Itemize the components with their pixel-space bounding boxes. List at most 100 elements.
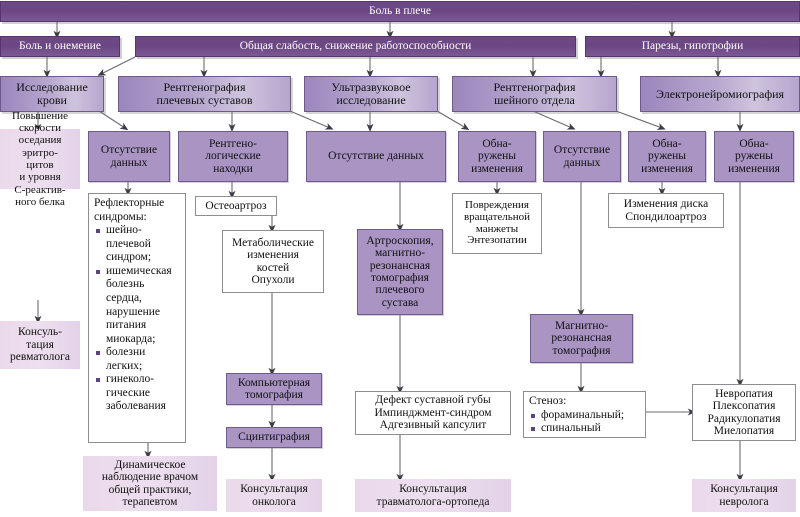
node-method-shoulder-xray[interactable]: Рентгенография плечевых суставов — [118, 76, 291, 112]
esr-line-5: цитов — [26, 159, 54, 171]
node-method-5-label: Электронейромиография — [655, 86, 785, 101]
changes1-line3: изменения — [471, 162, 523, 175]
esr-line-7: С-реактив- — [14, 183, 66, 196]
node-method-1-line1: Исследование — [16, 80, 88, 95]
esr-line-2: скорости — [18, 122, 62, 135]
changes1-line1: Обна- — [482, 137, 512, 150]
reflex-item-2: ишемическая болезнь сердца, нарушение пи… — [96, 265, 181, 346]
node-mri[interactable]: Магнитно- резонансная томография — [530, 314, 633, 363]
stenosis-item-2: спинальный — [530, 422, 624, 436]
stenosis-lead: Стеноз: — [529, 395, 567, 407]
node-symptom-pain-numbness[interactable]: Боль и онемение — [0, 36, 120, 57]
node-consult-rheumatologist[interactable]: Консуль- тация ревматолога — [0, 321, 80, 369]
stenosis-item-1: фораминальный; — [530, 408, 625, 421]
node-arthroscopy-mri-shoulder[interactable]: Артроскопия, магнитно- резонансная томог… — [357, 229, 443, 315]
cuff-line3: манжеты — [475, 222, 519, 235]
node-method-emg[interactable]: Электронейромиография — [640, 76, 800, 112]
node-result-esr-crp[interactable]: Повышение скорости оседания эритро- цито… — [0, 110, 80, 208]
metabolic-line4: Опухоли — [251, 273, 295, 286]
node-result-no-data-3[interactable]: Отсутствие данных — [543, 131, 621, 182]
node-method-1-line2: крови — [37, 93, 67, 107]
node-result-changes-found-1[interactable]: Обна- ружены изменения — [458, 131, 536, 182]
node-stenosis[interactable]: Стеноз: фораминальный; спинальный — [523, 391, 646, 438]
node-consult-oncologist[interactable]: Консультация онколога — [226, 479, 322, 512]
changes2-line1: Обна- — [652, 137, 682, 150]
reflex-list: шейно-плечевой синдром; ишемическая боле… — [94, 224, 181, 414]
stenosis-list: фораминальный; спинальный — [529, 409, 624, 436]
nodata3-line1: Отсутствие — [553, 144, 611, 157]
rheum-line1: Консуль- — [17, 326, 62, 339]
esr-line-3: оседания — [18, 134, 62, 147]
esr-line-8: ного белка — [15, 195, 65, 208]
onco-line1: Консультация — [240, 483, 308, 496]
trauma-line1: Консультация — [399, 483, 467, 496]
neuro-line2: Плексопатия — [712, 400, 776, 413]
ct-line2: томография — [245, 389, 303, 401]
node-method-3-line2: исследование — [336, 93, 406, 107]
ct-line1: Компьютерная — [237, 376, 311, 389]
node-symptom-paresis[interactable]: Парезы, гипотрофии — [585, 36, 800, 57]
nodata1-line2: данных — [110, 156, 148, 169]
nodata3-line2: данных — [563, 156, 601, 169]
node-scintigraphy[interactable]: Сцинтиграфия — [226, 427, 322, 448]
osteoarthrosis-label: Остеоартроз — [205, 199, 267, 212]
cuff-line2: вращательной — [463, 210, 531, 223]
node-metabolic-changes[interactable]: Метаболические изменения костей Опухоли — [222, 230, 324, 293]
rheum-line3: ревматолога — [10, 351, 70, 364]
changes3-line2: ружены — [735, 150, 773, 163]
gp-line4: терапевтом — [122, 495, 178, 508]
mri-line3: томография — [552, 344, 611, 357]
node-method-cervical-xray[interactable]: Рентгенография шейного отдела — [452, 76, 617, 112]
xrayfind-line3: находки — [213, 162, 253, 175]
node-disc-changes[interactable]: Изменения диска Спондилоартроз — [608, 193, 724, 228]
metabolic-line3: костей — [256, 261, 290, 274]
node-symptom-weakness[interactable]: Общая слабость, снижение работоспособнос… — [135, 36, 576, 57]
node-symptom-1-label: Боль и онемение — [19, 40, 101, 53]
nodata2-label: Отсутствие данных — [328, 150, 424, 163]
node-root[interactable]: Боль в плече — [0, 1, 800, 22]
disc-line1: Изменения диска — [623, 198, 709, 211]
esr-line-6: и уровня — [19, 171, 61, 184]
changes2-line3: изменения — [641, 162, 693, 175]
node-labral-defect[interactable]: Дефект суставной губы Импинджмент-синдро… — [355, 391, 511, 435]
reflex-item-3: болезни легких; — [96, 346, 181, 373]
node-reflex-syndromes[interactable]: Рефлекторные синдромы: шейно-плечевой си… — [88, 193, 186, 443]
node-result-no-data-1[interactable]: Отсутствие данных — [88, 131, 170, 182]
arthro-line5: плечевого — [375, 284, 425, 297]
node-result-no-data-2[interactable]: Отсутствие данных — [306, 131, 446, 182]
node-consult-orthopedic-traumatologist[interactable]: Консультация травматолога-ортопеда — [355, 479, 511, 512]
xrayfind-line2: логические — [205, 150, 261, 163]
mri-line1: Магнитно- — [554, 319, 609, 332]
node-neuro-diagnoses[interactable]: Невропатия Плексопатия Радикулопатия Мие… — [692, 384, 796, 441]
labrum-line1: Дефект суставной губы — [375, 394, 491, 407]
xrayfind-line1: Рентгено- — [209, 137, 257, 150]
reflex-lead: Рефлекторные синдромы: — [94, 197, 165, 223]
node-result-changes-found-2[interactable]: Обна- ружены изменения — [628, 131, 706, 182]
node-method-3-line1: Ультразвуковое — [331, 80, 411, 95]
node-result-changes-found-3[interactable]: Обна- ружены изменения — [714, 131, 794, 182]
node-method-ultrasound[interactable]: Ультразвуковое исследование — [304, 76, 438, 112]
rheum-line2: тация — [26, 338, 54, 351]
node-rotator-cuff-injury[interactable]: Повреждения вращательной манжеты Энтезоп… — [452, 193, 542, 254]
node-ct[interactable]: Компьютерная томография — [226, 373, 322, 405]
node-symptom-3-label: Парезы, гипотрофии — [641, 40, 744, 53]
changes1-line2: ружены — [478, 150, 516, 163]
esr-line-1: Повышение — [11, 109, 69, 122]
onco-line2: онколога — [252, 495, 296, 508]
metabolic-line2: изменения — [247, 249, 299, 262]
reflex-item-4: гинеколо-гические заболевания — [96, 373, 181, 414]
arthro-line1: Артроскопия, — [366, 234, 434, 247]
node-consult-neurologist[interactable]: Консультация невролога — [692, 479, 796, 512]
node-osteoarthrosis[interactable]: Остеоартроз — [195, 196, 277, 216]
trauma-line2: травматолога-ортопеда — [376, 495, 490, 508]
node-result-xray-findings[interactable]: Рентгено- логические находки — [178, 131, 288, 182]
node-method-blood-test[interactable]: Исследование крови — [0, 76, 104, 112]
node-consult-general-practitioner[interactable]: Динамическое наблюдение врачом общей пра… — [83, 456, 217, 511]
changes3-line1: Обна- — [739, 137, 769, 150]
neuro-line3: Радикулопатия — [707, 412, 781, 425]
disc-line2: Спондилоартроз — [625, 210, 707, 223]
node-symptom-2-label: Общая слабость, снижение работоспособнос… — [239, 40, 472, 53]
node-method-4-line1: Рентгенография — [493, 80, 576, 95]
neuro-line4: Миелопатия — [713, 424, 775, 437]
gp-line1: Динамическое — [114, 458, 186, 471]
